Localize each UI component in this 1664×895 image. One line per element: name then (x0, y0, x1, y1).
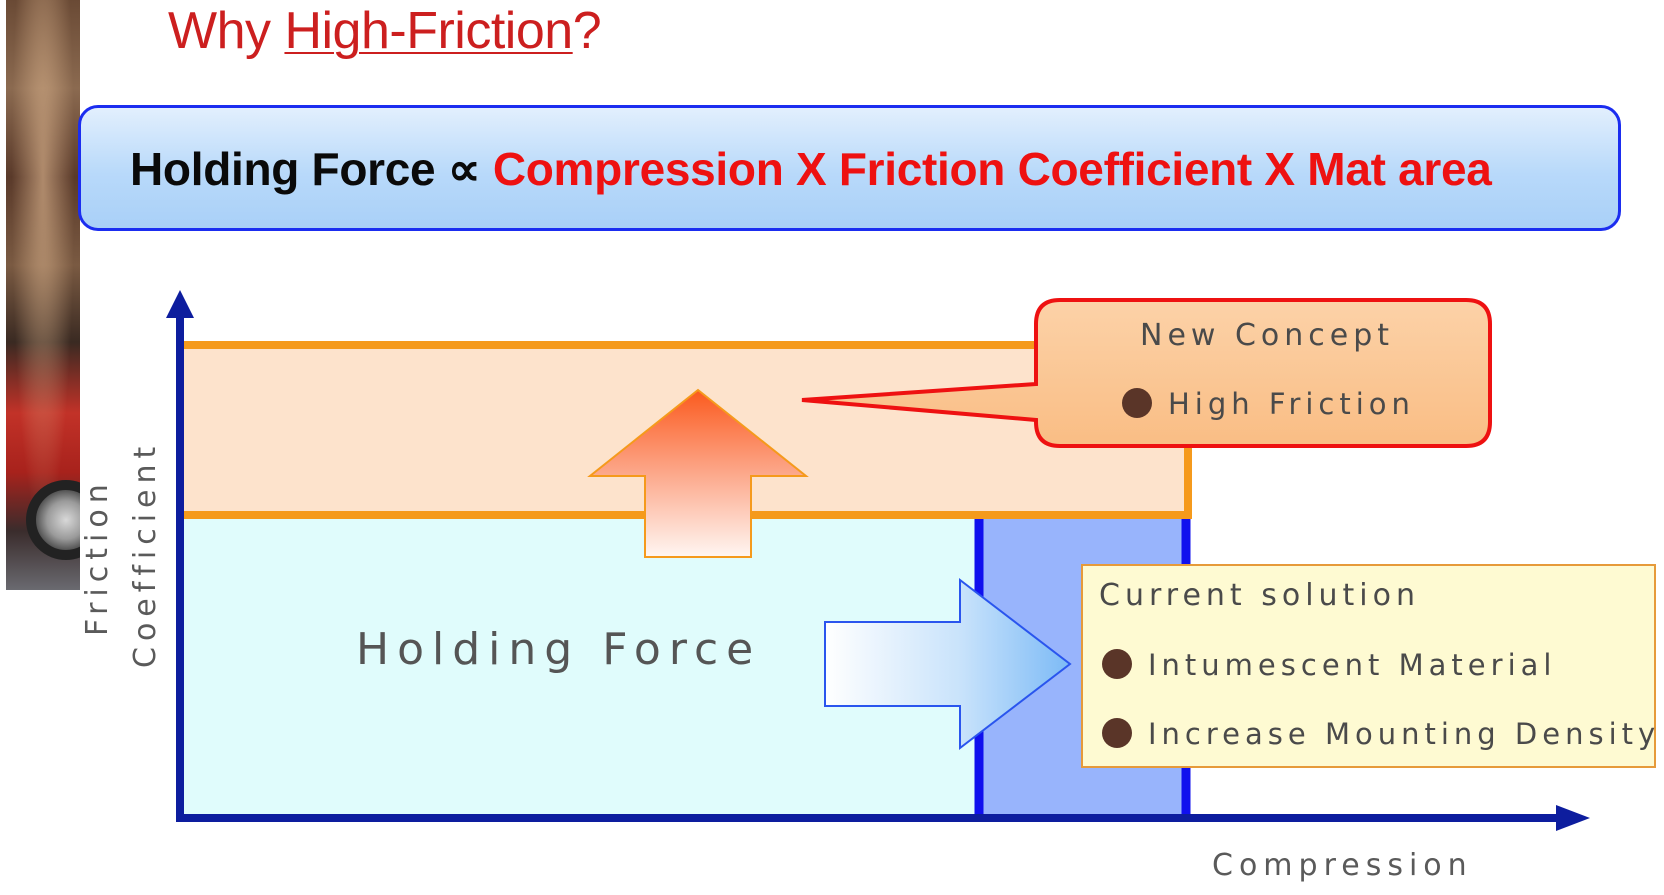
page-title: Why High-Friction? (168, 0, 602, 62)
bullet-icon (1102, 718, 1132, 748)
new-concept-callout-shape (801, 298, 1492, 448)
current-solution-item-label: Intumescent Material (1148, 648, 1557, 682)
y-axis-arrowhead (166, 290, 194, 318)
decorative-car-photo (6, 0, 80, 590)
new-concept-item-label: High Friction (1168, 387, 1415, 421)
bullet-icon (1122, 388, 1152, 418)
right-arrow (824, 577, 1072, 751)
car-photo-image (6, 0, 80, 590)
title-underlined: High-Friction (284, 2, 573, 60)
formula-lhs: Holding Force ∝ (130, 143, 493, 195)
new-concept-title: New Concept (1140, 318, 1395, 353)
y-axis-label-line2: Coefficient (128, 440, 163, 668)
y-axis-label-line1: Friction (80, 478, 115, 636)
up-arrow (587, 388, 809, 558)
new-concept-item: High Friction (1122, 387, 1415, 421)
bullet-icon (1102, 649, 1132, 679)
current-solution-item: Intumescent Material (1102, 648, 1556, 682)
current-solution-title: Current solution (1099, 578, 1421, 613)
title-prefix: Why (168, 2, 285, 60)
formula-banner (78, 105, 1621, 231)
title-suffix: ? (572, 2, 602, 60)
x-axis-arrowhead (1556, 805, 1590, 831)
current-solution-item-label: Increase Mounting Density (1148, 717, 1661, 751)
current-solution-item: Increase Mounting Density (1102, 717, 1660, 751)
x-axis-label: Compression (1212, 848, 1473, 883)
formula-text: Holding Force ∝ Compression X Friction C… (130, 141, 1492, 197)
formula-rhs: Compression X Friction Coefficient X Mat… (492, 143, 1492, 195)
current-solution-callout-shape (1081, 564, 1656, 768)
holding-force-label: Holding Force (356, 624, 762, 675)
